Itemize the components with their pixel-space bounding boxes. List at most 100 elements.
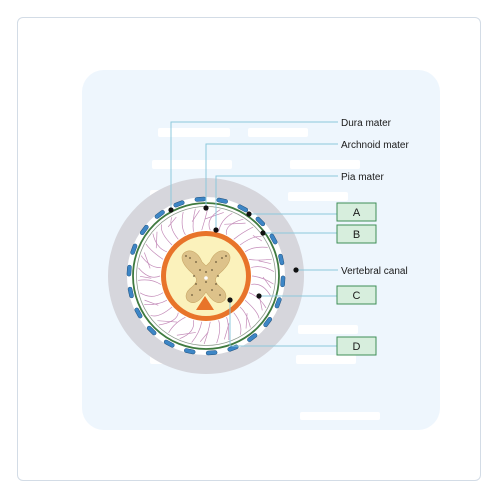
fat-pad <box>205 350 218 356</box>
subarachnoid-vessels <box>138 207 275 345</box>
vessel-branch <box>191 210 200 222</box>
central-canal <box>204 276 208 280</box>
label-arachnoid-mater: Archnoid mater <box>341 140 409 151</box>
answer-box-b-label: B <box>353 229 360 241</box>
fat-pad <box>163 339 175 348</box>
vessel <box>251 266 275 272</box>
fat-pad <box>274 297 282 309</box>
vessel <box>239 236 262 246</box>
fat-pad <box>269 233 278 245</box>
grey-matter-cell <box>185 255 187 257</box>
grey-matter-cell <box>195 261 197 263</box>
vessel <box>179 320 195 340</box>
vessel-branch <box>224 323 230 340</box>
vessel-branch <box>245 313 248 329</box>
grey-matter-cell <box>205 281 207 283</box>
vessel <box>145 243 164 260</box>
fat-pad <box>194 196 207 202</box>
vessel <box>150 306 173 317</box>
leader-lines <box>170 121 338 347</box>
vessel <box>233 226 254 240</box>
vessel <box>144 299 168 306</box>
vessel-branch <box>157 320 178 323</box>
vessel-branch <box>224 222 246 225</box>
vessel <box>244 246 268 253</box>
fat-pad <box>134 307 143 319</box>
answer-box-a-label: A <box>353 207 361 219</box>
vessel-branch <box>199 331 209 342</box>
anterior-fissure <box>196 296 214 310</box>
fat-pad <box>173 200 185 208</box>
vessel-branch <box>262 276 272 289</box>
vessel <box>233 312 242 335</box>
fat-pad <box>255 216 266 227</box>
fat-pad <box>154 210 165 219</box>
fat-pad <box>146 325 157 336</box>
answer-box-b[interactable]: B <box>336 224 377 244</box>
vessel-branch <box>204 212 224 220</box>
vessel-branch <box>252 235 263 242</box>
pointer-dots <box>168 205 299 303</box>
fat-pad <box>126 264 132 277</box>
fat-pad <box>278 253 285 266</box>
vessel <box>139 292 164 297</box>
vessel-branch <box>155 231 158 249</box>
grey-matter-cell <box>215 283 217 285</box>
vessel-branch <box>167 216 177 228</box>
fat-pad <box>216 197 228 204</box>
grey-matter-cell <box>211 269 213 271</box>
answer-box-c[interactable]: C <box>336 285 377 305</box>
grey-matter-cell <box>219 294 221 296</box>
vessel <box>216 320 221 344</box>
vessel-branch <box>176 332 196 336</box>
fat-pad <box>127 286 134 299</box>
vessel <box>251 275 274 285</box>
vessel <box>208 209 221 231</box>
vessel <box>191 321 203 343</box>
vessel-branch <box>259 296 263 311</box>
vessel <box>158 312 179 326</box>
fat-pad <box>247 333 258 342</box>
fat-pad <box>139 224 149 236</box>
grey-matter-cell <box>189 257 191 259</box>
vessel <box>181 211 186 236</box>
vessel-branch <box>144 252 151 269</box>
grey-matter-cell <box>221 257 223 259</box>
vessel <box>152 233 168 253</box>
fat-pad <box>280 275 286 288</box>
vessel-branch <box>144 299 159 306</box>
vessel <box>239 306 251 328</box>
grey-matter-cells <box>185 255 227 296</box>
answer-box-d[interactable]: D <box>336 336 377 356</box>
vessel <box>160 224 173 246</box>
vessel <box>251 283 272 297</box>
vessel <box>218 212 233 232</box>
vessel <box>168 316 186 333</box>
grey-matter-cell <box>193 275 195 277</box>
fat-pad <box>263 316 273 328</box>
grey-matter-cell <box>199 289 201 291</box>
label-pia-mater: Pia mater <box>341 172 384 183</box>
vessel <box>244 299 260 319</box>
grey-matter-cell <box>211 289 213 291</box>
fat-pad <box>184 348 196 355</box>
grey-matter-cell <box>217 275 219 277</box>
answer-box-c-label: C <box>353 290 361 302</box>
grey-matter-cell <box>215 261 217 263</box>
grey-matter-cell <box>199 269 201 271</box>
grey-matter-cell <box>191 294 193 296</box>
fat-pad <box>130 243 138 255</box>
vessel <box>140 255 161 268</box>
grey-matter-cell <box>205 271 207 273</box>
grey-matter-cell <box>195 283 197 285</box>
vessel <box>170 217 179 240</box>
vessel <box>225 218 244 235</box>
label-dura-mater: Dura mater <box>341 118 392 129</box>
grey-matter-cell <box>225 255 227 257</box>
answer-box-a[interactable]: A <box>336 202 377 222</box>
vessel-branch <box>139 275 152 279</box>
vessel <box>138 279 161 285</box>
answer-box-d-label: D <box>353 341 361 353</box>
vessel-branch <box>258 260 271 264</box>
